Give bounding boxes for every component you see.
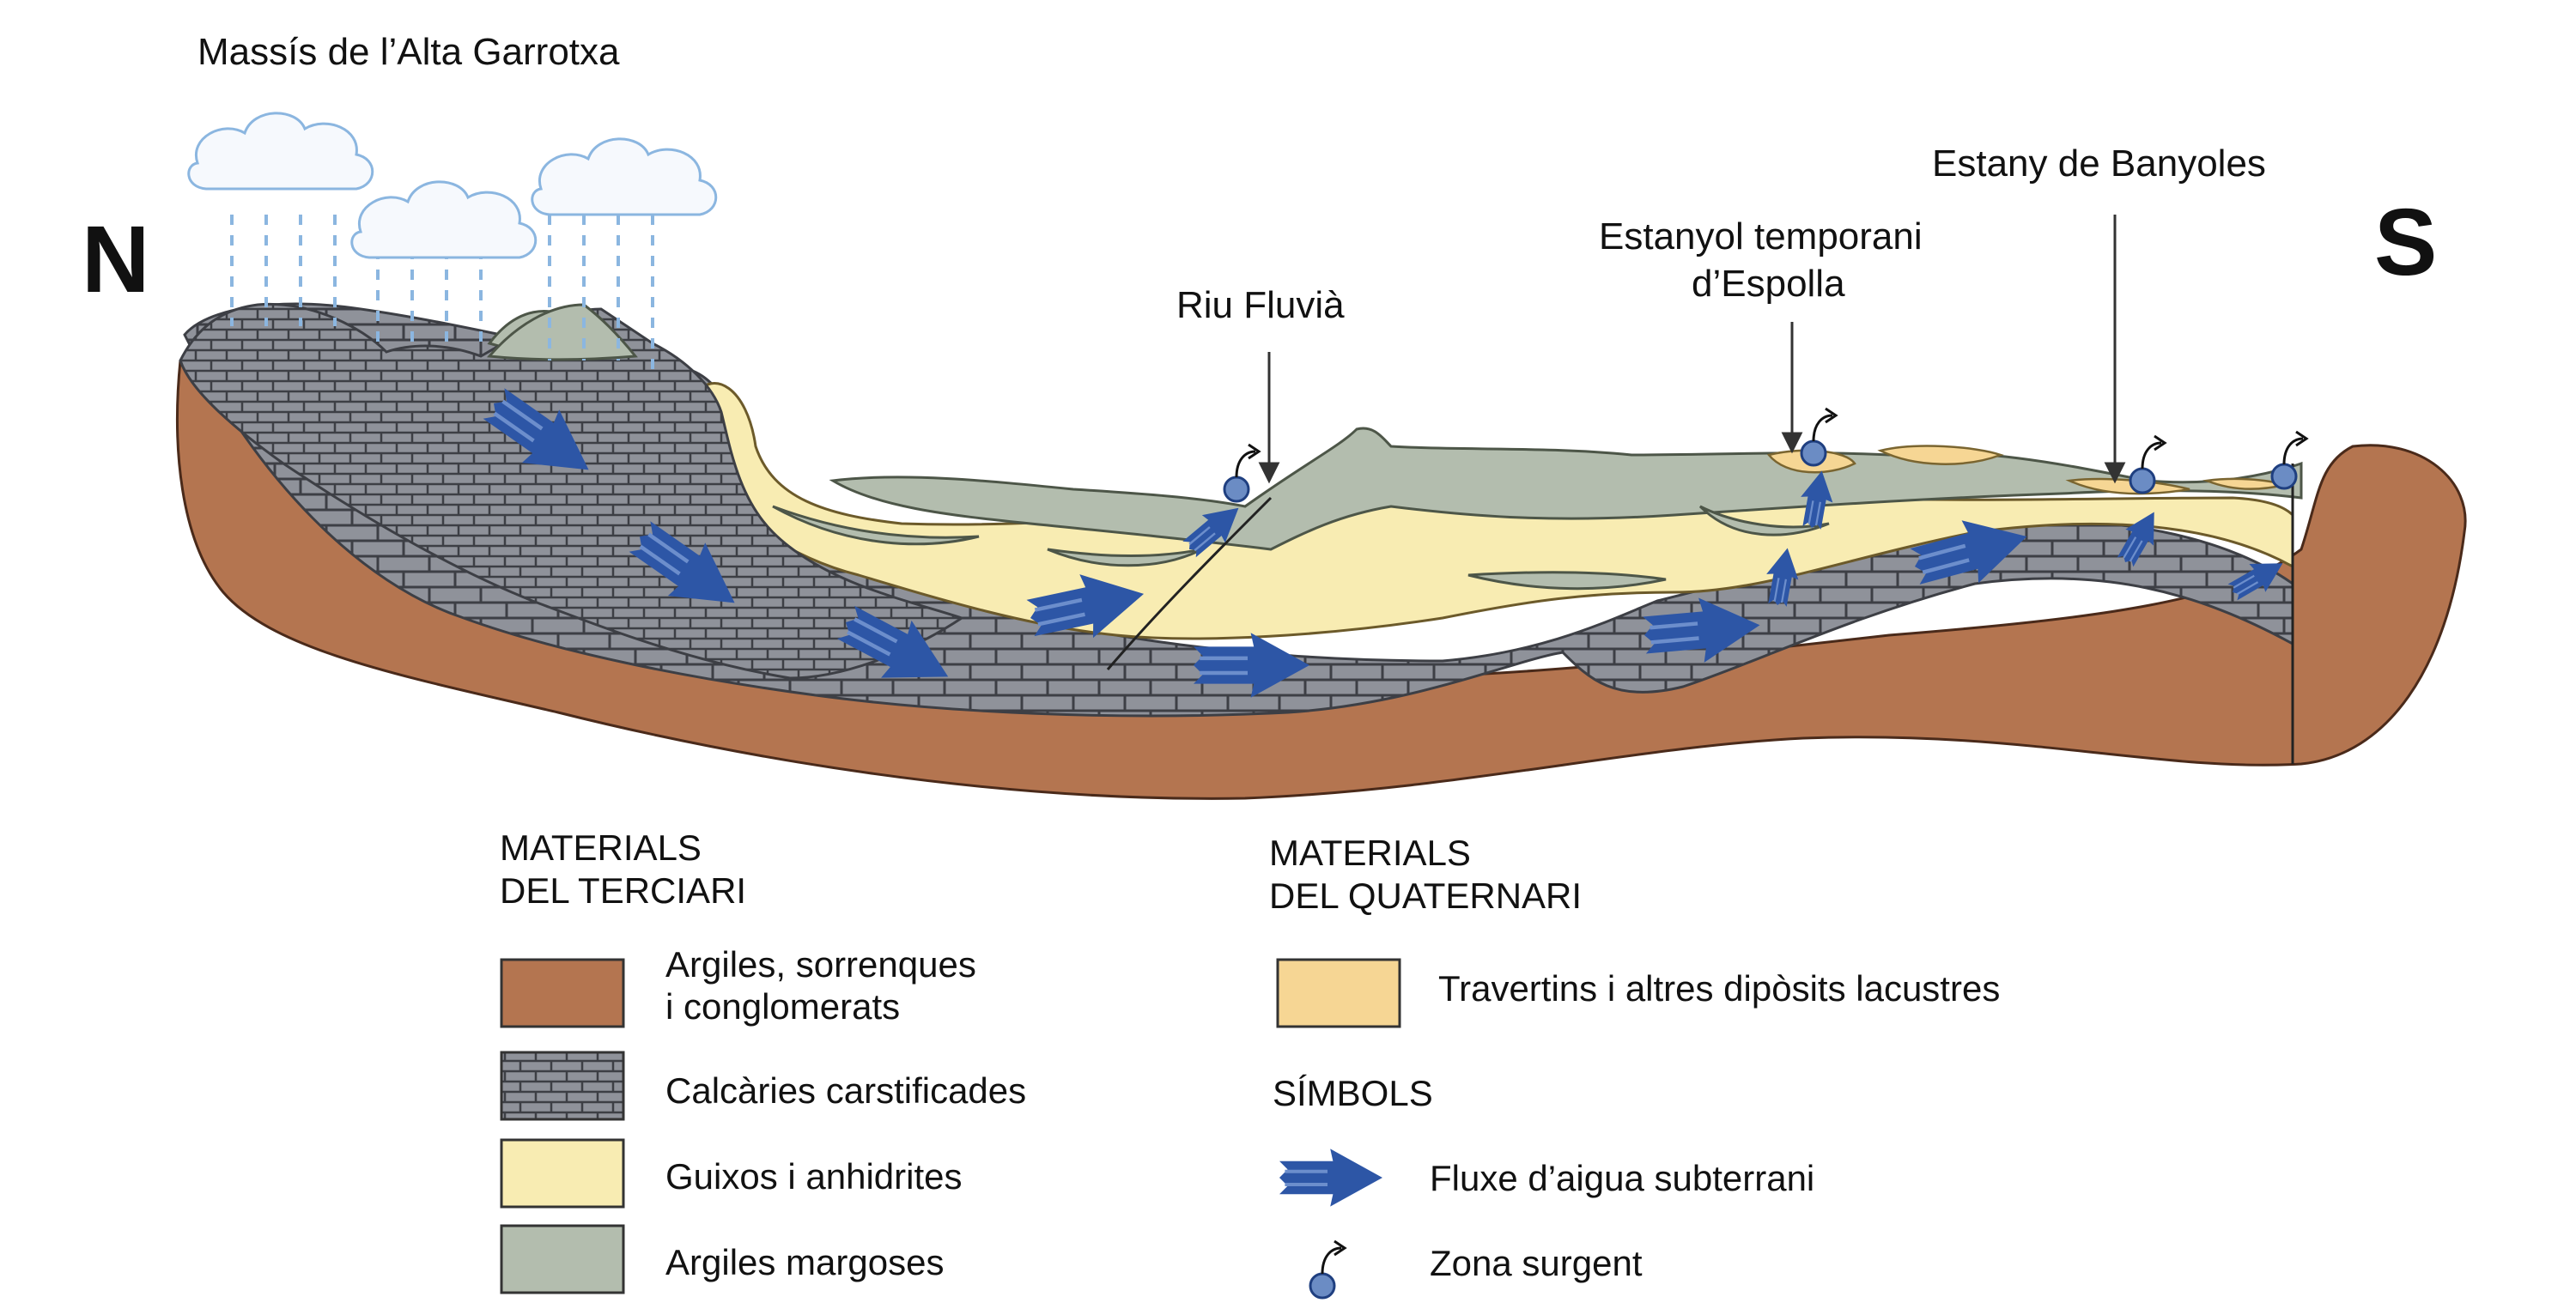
legend-flow-arrow-icon	[1279, 1148, 1382, 1206]
north-label: N	[82, 207, 149, 312]
pond-label-line1: Estanyol temporani	[1599, 215, 1923, 258]
travertine-deposit	[1877, 445, 2004, 465]
massif-label: Massís de l’Alta Garrotxa	[197, 31, 620, 73]
legend-tertiary-title-line1: MATERIALS	[500, 827, 702, 868]
legend-item-label: Calcàries carstificades	[665, 1070, 1026, 1111]
legend-flow-label: Fluxe d’aigua subterrani	[1430, 1158, 1814, 1198]
legend-item-label: Travertins i altres dipòsits lacustres	[1438, 968, 2000, 1009]
marl-lens	[1698, 505, 1830, 536]
spring-zone-icon	[1223, 443, 1261, 503]
legend-swatch-travertine	[1276, 958, 1401, 1028]
legend-item-label: Argiles margoses	[665, 1242, 944, 1282]
legend-quaternary-title-line2: DEL QUATERNARI	[1269, 876, 1582, 916]
marl-lens	[772, 505, 980, 546]
lake-label: Estany de Banyoles	[1932, 142, 2266, 185]
legend-swatch-gypsum	[500, 1138, 625, 1209]
fault-line	[1106, 496, 1273, 670]
pond-label-line2: d’Espolla	[1692, 263, 1845, 305]
legend-tertiary-title-line2: DEL TERCIARI	[500, 870, 746, 911]
legend-item-label: Guixos i anhidrites	[665, 1156, 963, 1197]
marl-lens	[1467, 571, 1667, 591]
legend-swatch-limestone	[500, 1051, 625, 1121]
rain	[230, 215, 654, 369]
pointer-arrows	[1258, 215, 2126, 484]
cloud-icon	[350, 180, 538, 259]
legend-swatch-clay-sandstone	[500, 958, 625, 1028]
legend-spring-label: Zona surgent	[1430, 1243, 1643, 1283]
massif-limestone	[179, 302, 965, 680]
river-label: Riu Fluvià	[1176, 284, 1345, 326]
legend-item-label: i conglomerats	[665, 986, 900, 1027]
cloud-icon	[187, 112, 374, 191]
legend-symbols-title: SÍMBOLS	[1273, 1073, 1433, 1113]
legend-quaternary-title-line1: MATERIALS	[1269, 833, 1471, 873]
travertine-deposit	[2065, 477, 2190, 495]
south-label: S	[2374, 190, 2437, 295]
legend-swatch-marl	[500, 1224, 625, 1294]
cloud-icon	[531, 137, 718, 216]
legend-item-label: Argiles, sorrenques	[665, 944, 976, 985]
legend-spring-icon	[1309, 1239, 1346, 1300]
